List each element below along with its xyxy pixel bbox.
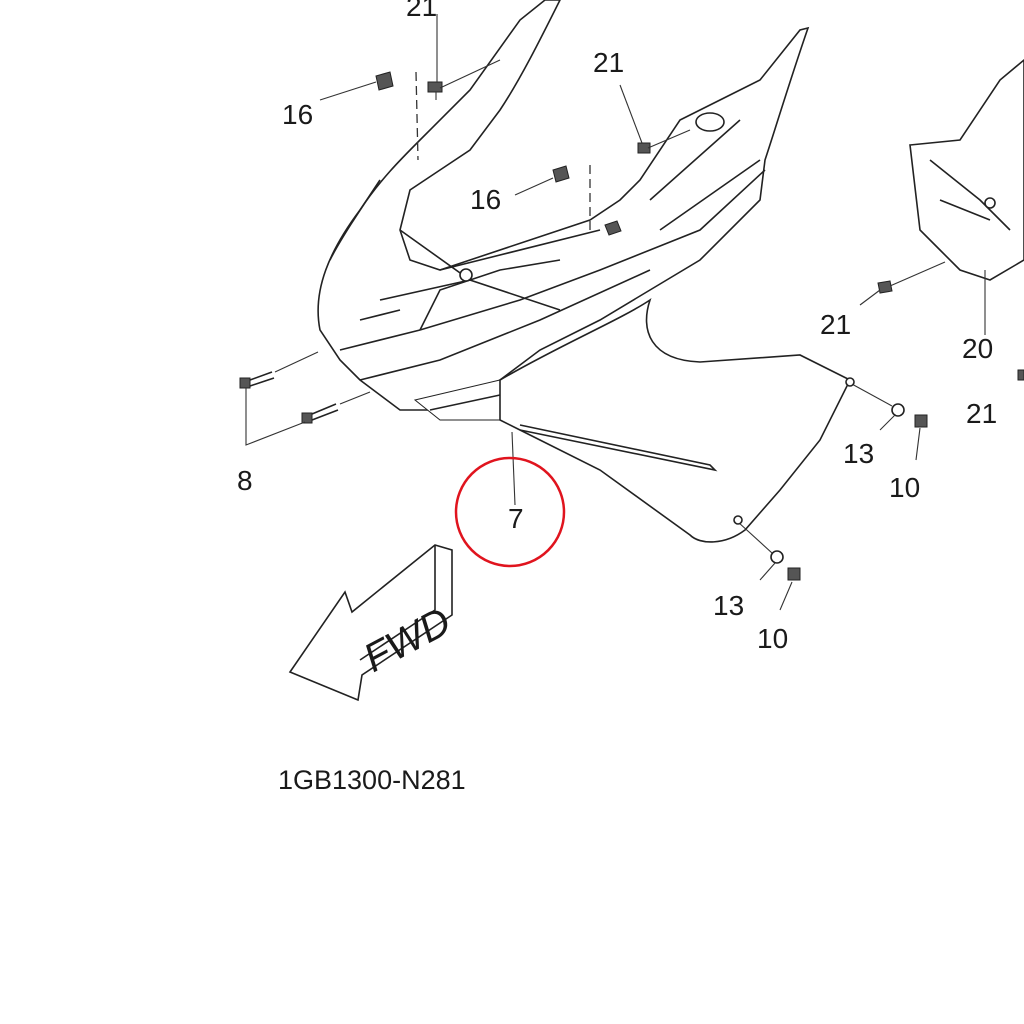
callout-7[interactable]: 7 — [508, 503, 524, 534]
callout-13[interactable]: 13 — [843, 438, 874, 469]
callout-20[interactable]: 20 — [962, 333, 993, 364]
callout-16[interactable]: 16 — [282, 99, 313, 130]
cowling-assembly — [317, 0, 852, 543]
callout-10[interactable]: 10 — [889, 472, 920, 503]
callout-21[interactable]: 21 — [406, 0, 437, 22]
callout-16[interactable]: 16 — [470, 184, 501, 215]
callout-13[interactable]: 13 — [713, 590, 744, 621]
callout-8[interactable]: 8 — [237, 465, 253, 496]
callout-21[interactable]: 21 — [966, 398, 997, 429]
bracket-assembly — [889, 58, 1024, 335]
callout-10[interactable]: 10 — [757, 623, 788, 654]
forward-arrow: FWD — [288, 544, 458, 702]
diagram-code: 1GB1300-N281 — [278, 765, 466, 795]
callout-21[interactable]: 21 — [593, 47, 624, 78]
callout-21[interactable]: 21 — [820, 309, 851, 340]
fasteners — [239, 14, 1024, 611]
highlight-circle — [454, 456, 566, 568]
